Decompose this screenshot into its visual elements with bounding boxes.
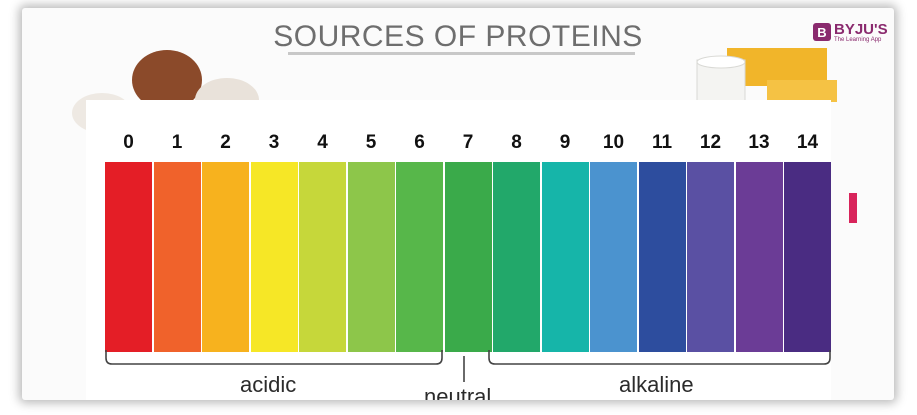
milk-top	[697, 56, 745, 68]
pink-accent	[849, 193, 857, 223]
logo-brand: BYJU'S	[834, 21, 888, 38]
byjus-logo: B BYJU'S The Learning App	[812, 22, 892, 52]
page-title: SOURCES OF PROTEINS	[22, 20, 894, 54]
region-brackets	[86, 100, 831, 400]
acidic-label: acidic	[240, 372, 296, 398]
byjus-logo-icon: B	[812, 22, 832, 42]
cheese-slab	[767, 80, 837, 102]
alkaline-bracket	[489, 350, 830, 364]
title-underline	[288, 52, 635, 55]
svg-text:B: B	[817, 25, 826, 40]
neutral-label: neutral	[424, 384, 491, 400]
acidic-bracket	[106, 350, 442, 364]
alkaline-label: alkaline	[619, 372, 694, 398]
logo-tagline: The Learning App	[834, 37, 881, 43]
infographic-frame: SOURCES OF PROTEINS B BYJU'S The Learnin…	[22, 8, 894, 400]
